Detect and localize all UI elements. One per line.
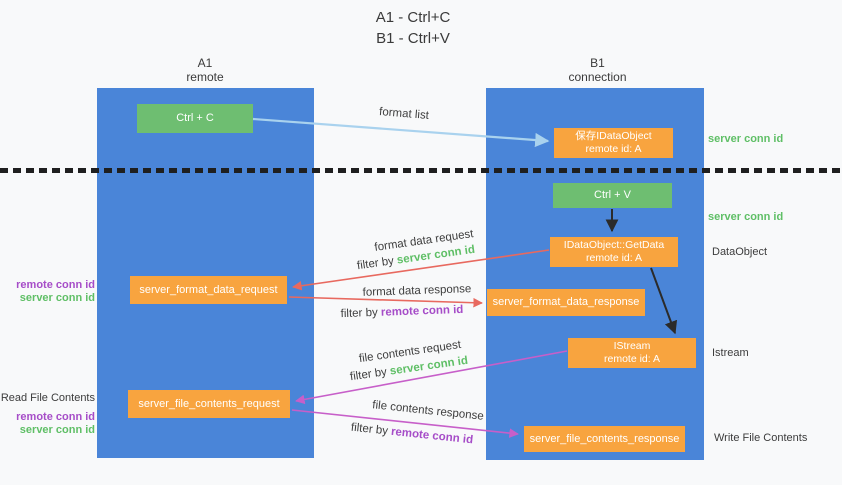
node-ctrl-v: Ctrl + V bbox=[553, 183, 672, 208]
node-server-format-data-response-label: server_format_data_response bbox=[492, 296, 640, 308]
node-getdata-line1: IDataObject::GetData bbox=[563, 239, 665, 251]
node-server-file-contents-response-label: server_file_contents_response bbox=[529, 432, 680, 445]
title-line-b1: B1 - Ctrl+V bbox=[376, 30, 450, 47]
node-save-dataobject-line2: remote id: A bbox=[585, 143, 642, 155]
right-label-server-conn-id-1: server conn id bbox=[708, 133, 784, 145]
node-getdata: IDataObject::GetData remote id: A bbox=[550, 237, 678, 267]
left-label-remote-conn-id-2: remote conn id bbox=[16, 411, 95, 423]
diagram-title: A1 - Ctrl+C B1 - Ctrl+V bbox=[313, 7, 513, 49]
filter-by-text: filter by bbox=[340, 306, 382, 321]
left-label-server-conn-id-1: server conn id bbox=[19, 292, 95, 304]
lifeline-header-b1: B1 connection bbox=[540, 56, 655, 84]
remote-conn-id-text: remote conn id bbox=[380, 303, 464, 319]
lifeline-header-a1: A1 remote bbox=[150, 56, 260, 84]
node-istream-line2: remote id: A bbox=[603, 353, 661, 365]
left-label-remote-conn-id-1: remote conn id bbox=[16, 279, 95, 291]
left-label-server-conn-id-2: server conn id bbox=[19, 424, 95, 436]
node-ctrl-c: Ctrl + C bbox=[137, 104, 253, 133]
title-line-a1: A1 - Ctrl+C bbox=[375, 9, 451, 26]
left-label-read-file-contents: Read File Contents bbox=[0, 392, 95, 404]
node-server-file-contents-request: server_file_contents_request bbox=[128, 390, 290, 418]
node-istream-line1: IStream bbox=[613, 340, 651, 352]
lifeline-a1-name: A1 bbox=[197, 56, 213, 70]
edge-filter-file-contents-response: filter by remote conn id bbox=[350, 422, 473, 447]
node-getdata-line2: remote id: A bbox=[585, 252, 643, 264]
node-save-dataobject-line1: 保存IDataObject bbox=[575, 130, 652, 142]
node-server-file-contents-request-label: server_file_contents_request bbox=[138, 397, 280, 410]
node-server-format-data-request: server_format_data_request bbox=[130, 276, 287, 304]
edge-label-format-data-response: format data response bbox=[362, 283, 472, 299]
node-server-file-contents-response: server_file_contents_response bbox=[524, 426, 685, 452]
node-ctrl-c-label: Ctrl + C bbox=[176, 112, 214, 124]
node-istream: IStream remote id: A bbox=[568, 338, 696, 368]
filter-by-text: filter by bbox=[356, 254, 398, 273]
edge-filter-format-data-response: filter by remote conn id bbox=[340, 304, 463, 320]
node-server-format-data-request-label: server_format_data_request bbox=[139, 283, 278, 296]
filter-by-text: filter by bbox=[349, 365, 391, 384]
node-save-dataobject: 保存IDataObject remote id: A bbox=[554, 128, 673, 158]
lifeline-b1-subtitle: connection bbox=[568, 70, 627, 84]
lifeline-a1-subtitle: remote bbox=[186, 70, 224, 84]
machine-boundary-dotted-line bbox=[0, 168, 842, 173]
lifeline-b1-name: B1 bbox=[590, 56, 605, 70]
right-label-dataobject: DataObject bbox=[712, 246, 768, 258]
edge-label-file-contents-response: file contents response bbox=[371, 399, 485, 423]
node-ctrl-v-label: Ctrl + V bbox=[594, 189, 631, 201]
edge-label-format-list: format list bbox=[378, 106, 430, 122]
filter-by-text: filter by bbox=[350, 421, 392, 438]
right-label-istream: Istream bbox=[712, 347, 749, 359]
right-label-server-conn-id-2: server conn id bbox=[708, 211, 784, 223]
remote-conn-id-text: remote conn id bbox=[390, 425, 474, 447]
right-label-write-file-contents: Write File Contents bbox=[714, 432, 808, 444]
node-server-format-data-response: server_format_data_response bbox=[487, 289, 645, 316]
